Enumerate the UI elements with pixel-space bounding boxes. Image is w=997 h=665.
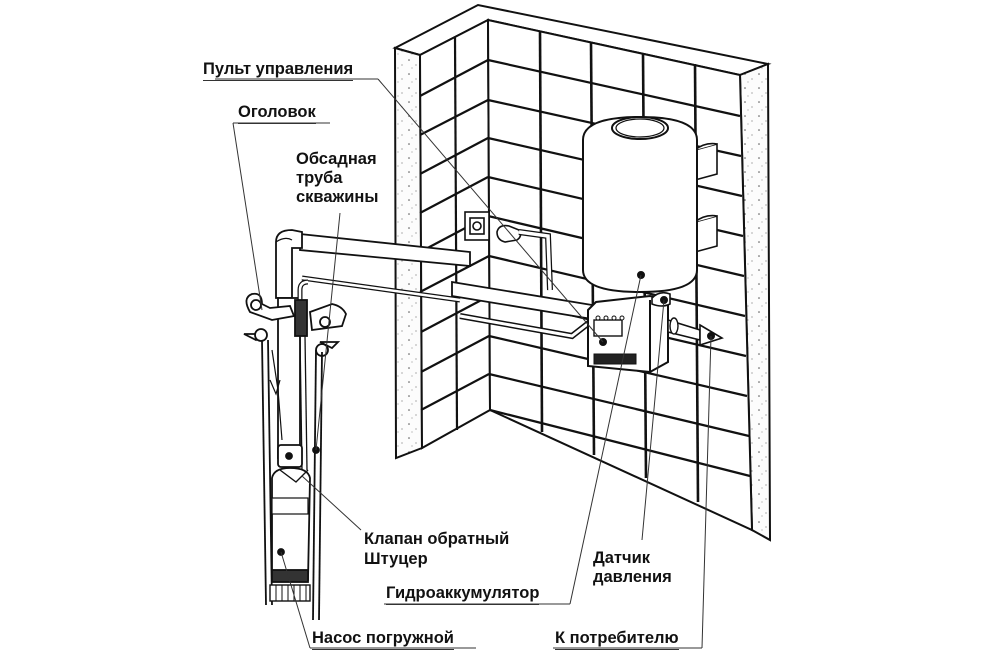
label-casing-pipe-line1: Обсадная [296, 150, 377, 168]
leader-pressure-sensor [641, 299, 665, 541]
tank-brackets [694, 142, 718, 254]
power-plug [496, 224, 553, 291]
leader-lines [215, 78, 712, 649]
leader-check-valve [301, 475, 362, 531]
leader-well-head-diag [232, 122, 263, 311]
label-control-panel: Пульт управления [203, 60, 354, 81]
label-check-valve: Клапан обратный [364, 530, 510, 548]
leader-control-panel-diag [377, 78, 604, 343]
label-well-head: Оголовок [238, 103, 316, 124]
label-accumulator: Гидроаккумулятор [386, 584, 540, 605]
label-pressure-sensor: Датчик давления [593, 549, 672, 587]
label-casing-pipe: Обсадная труба скважины [296, 150, 378, 207]
pressure-tank [582, 115, 698, 294]
leader-to-consumer-diag [701, 335, 712, 649]
label-pressure-sensor-line1: Датчик [593, 549, 650, 567]
leader-accumulator-diag [569, 274, 642, 605]
well-assembly [243, 229, 347, 621]
power-socket [464, 211, 490, 241]
label-to-consumer: К потребителю [555, 629, 679, 650]
supply-pipes [299, 232, 593, 340]
label-pressure-sensor-line2: давления [593, 568, 672, 586]
label-submersible-pump: Насос погружной [312, 629, 454, 650]
leader-pump-diag [280, 551, 311, 649]
label-casing-pipe-line2: труба [296, 169, 343, 187]
leader-casing [315, 212, 341, 451]
label-fitting: Штуцер [364, 550, 428, 568]
valve-pointer-dot [285, 452, 293, 460]
label-casing-pipe-line3: скважины [296, 188, 379, 206]
tile-grid-left [419, 36, 490, 431]
